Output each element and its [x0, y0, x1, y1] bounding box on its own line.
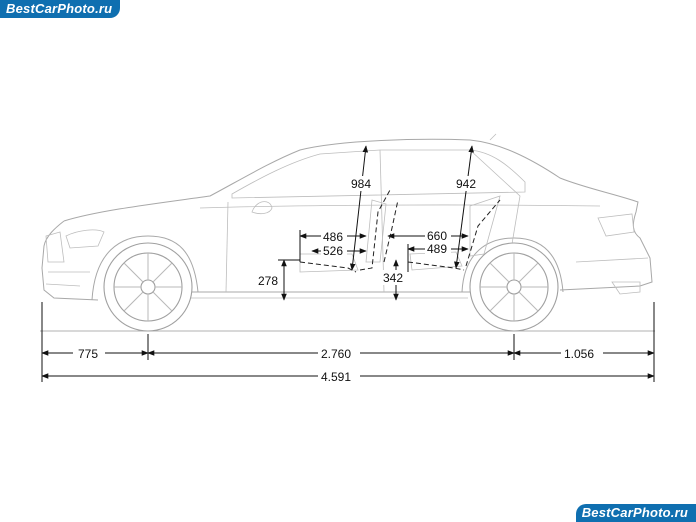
rear-seat-depth-label: 660	[427, 229, 447, 243]
rear-headroom-label: 942	[456, 177, 476, 191]
front-headroom-label: 984	[351, 177, 371, 191]
car-body-outline	[41, 133, 653, 301]
watermark-top: BestCarPhoto.ru	[0, 0, 121, 18]
interior-labels: 984 942 486 526 660 489 278 342	[256, 176, 480, 288]
exterior-dimensions: 775 2.760 1.056 4.591	[41, 302, 655, 384]
front-wheel	[103, 242, 193, 332]
front-overhang-label: 775	[78, 347, 98, 361]
rear-overhang-label: 1.056	[564, 347, 594, 361]
wheelbase-label: 2.760	[321, 347, 351, 361]
rear-wheel	[469, 242, 559, 332]
rear-cushion-label: 489	[427, 242, 447, 256]
front-seat-depth-label: 486	[323, 230, 343, 244]
front-seat-height-label: 278	[258, 274, 278, 288]
watermark-bottom: BestCarPhoto.ru	[575, 504, 696, 522]
rear-seat-height-label: 342	[383, 271, 403, 285]
overall-length-label: 4.591	[321, 370, 351, 384]
front-cushion-label: 526	[323, 244, 343, 258]
